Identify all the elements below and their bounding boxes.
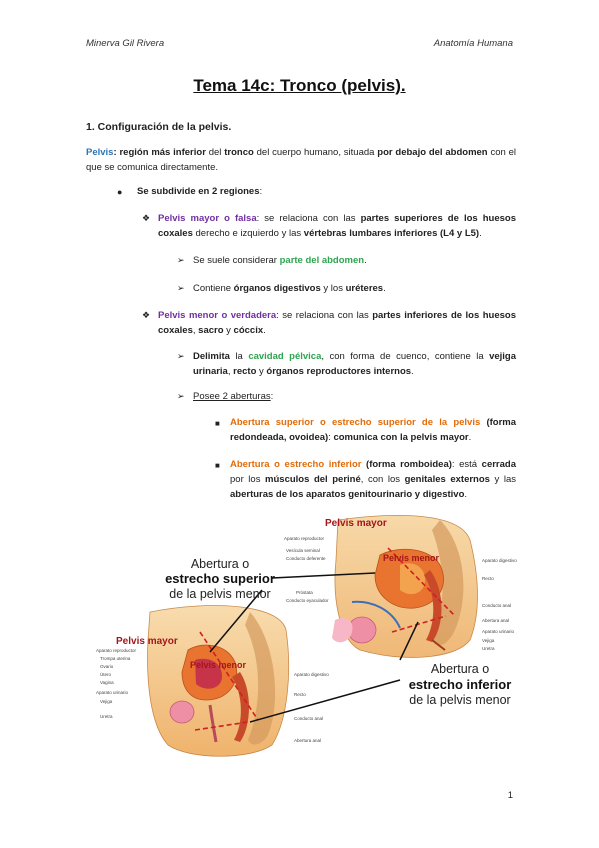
callout-inferior-line2: estrecho inferior	[409, 677, 512, 692]
callout-inferior-line3: de la pelvis menor	[409, 693, 510, 707]
arrow-bullet: ➢	[177, 283, 185, 293]
label-male-pelvis-mayor: Pelvis mayor	[325, 518, 387, 529]
square-bullet: ■	[215, 461, 220, 470]
svg-text:Conducto anal: Conducto anal	[294, 716, 323, 721]
female-labels-right: Aparato digestivo Recto Conducto anal Ab…	[294, 672, 329, 743]
header-subject: Anatomía Humana	[433, 38, 513, 49]
arrow-bullet: ➢	[177, 255, 185, 265]
callout-superior-line1: Abertura o	[191, 557, 249, 571]
callout-superior-line3: de la pelvis menor	[169, 587, 270, 601]
svg-text:Conducto anal: Conducto anal	[482, 603, 511, 608]
mayor-sub-organos: Contiene órganos digestivos y los uréter…	[193, 283, 386, 294]
term-pelvis-mayor: Pelvis mayor o falsa	[158, 213, 257, 224]
svg-text:Abertura anal: Abertura anal	[482, 618, 509, 623]
page-number: 1	[507, 790, 513, 801]
svg-text:Aparato reproductor: Aparato reproductor	[284, 536, 325, 541]
pointer-superior-female	[209, 589, 263, 653]
label-female-pelvis-menor: Pelvis menor	[190, 660, 247, 670]
label-female-pelvis-mayor: Pelvis mayor	[116, 636, 178, 647]
arrow-bullet: ➢	[177, 391, 185, 401]
svg-text:Vesícula seminal: Vesícula seminal	[286, 548, 320, 553]
bullet-regiones: Se subdivide en 2 regiones:	[137, 186, 263, 197]
menor-sub-cavidad: Delimita la cavidad pélvica, con forma d…	[193, 351, 517, 377]
female-labels-left: Aparato reproductor Trompa uterina Ovari…	[96, 648, 137, 719]
male-pelvis-section	[332, 515, 478, 658]
svg-text:Trompa uterina: Trompa uterina	[100, 656, 131, 661]
section-heading: 1. Configuración de la pelvis.	[86, 121, 232, 133]
pointer-superior-male	[271, 572, 376, 579]
intro-paragraph: Pelvis: región más inferior del tronco d…	[86, 147, 516, 173]
svg-text:Conducto deferente: Conducto deferente	[286, 556, 326, 561]
diamond-bullet: ❖	[142, 213, 151, 223]
female-pelvis-section	[147, 605, 290, 757]
svg-text:Útero: Útero	[100, 671, 112, 677]
svg-text:Recto: Recto	[294, 692, 306, 697]
svg-text:Aparato urinario: Aparato urinario	[482, 629, 515, 634]
callout-inferior-line1: Abertura o	[431, 662, 489, 676]
svg-text:Recto: Recto	[482, 576, 494, 581]
menor-sub-aberturas: Posee 2 aberturas:	[193, 391, 274, 402]
mayor-sub-abdomen: Se suele considerar parte del abdomen.	[193, 255, 367, 266]
svg-text:Aparato urinario: Aparato urinario	[96, 690, 129, 695]
label-male-pelvis-menor: Pelvis menor	[383, 553, 440, 563]
term-pelvis-menor: Pelvis menor o verdadera	[158, 310, 277, 321]
pointer-inferior-female	[249, 679, 401, 723]
svg-text:Aparato reproductor: Aparato reproductor	[96, 648, 137, 653]
svg-text:Abertura anal: Abertura anal	[294, 738, 321, 743]
pelvis-illustration: Pelvis mayor Pelvis menor Pelvis mayor P…	[96, 515, 517, 757]
male-labels-left: Aparato reproductor Vesícula seminal Con…	[284, 536, 329, 603]
diamond-bullet: ❖	[142, 310, 151, 320]
svg-text:Vagina: Vagina	[100, 680, 114, 685]
callout-superior-line2: estrecho superior	[165, 571, 275, 586]
svg-text:Conducto eyaculador: Conducto eyaculador	[286, 598, 329, 603]
pointer-inferior-male	[399, 621, 419, 661]
abertura-inferior-item: Abertura o estrecho inferior (forma romb…	[230, 459, 516, 500]
svg-text:Ovario: Ovario	[100, 664, 114, 669]
svg-text:Uretra: Uretra	[100, 714, 113, 719]
page-title: Tema 14c: Tronco (pelvis).	[193, 76, 406, 95]
pelvis-menor-paragraph: Pelvis menor o verdadera: se relaciona c…	[158, 310, 516, 336]
svg-text:Aparato digestivo: Aparato digestivo	[482, 558, 517, 563]
abertura-superior-item: Abertura superior o estrecho superior de…	[230, 417, 516, 443]
pelvis-mayor-paragraph: Pelvis mayor o falsa: se relaciona con l…	[158, 213, 516, 239]
svg-text:Aparato digestivo: Aparato digestivo	[294, 672, 329, 677]
svg-text:Uretra: Uretra	[482, 646, 495, 651]
term-pelvis: Pelvis	[86, 147, 114, 158]
header-author: Minerva Gil Rivera	[86, 38, 165, 49]
svg-text:Vejiga: Vejiga	[100, 699, 113, 704]
svg-text:Vejiga: Vejiga	[482, 638, 495, 643]
svg-text:Próstata: Próstata	[296, 590, 313, 595]
square-bullet: ■	[215, 419, 220, 428]
male-labels-right: Aparato digestivo Recto Conducto anal Ab…	[482, 558, 517, 651]
arrow-bullet: ➢	[177, 351, 185, 361]
bullet-dot: ●	[117, 187, 123, 197]
